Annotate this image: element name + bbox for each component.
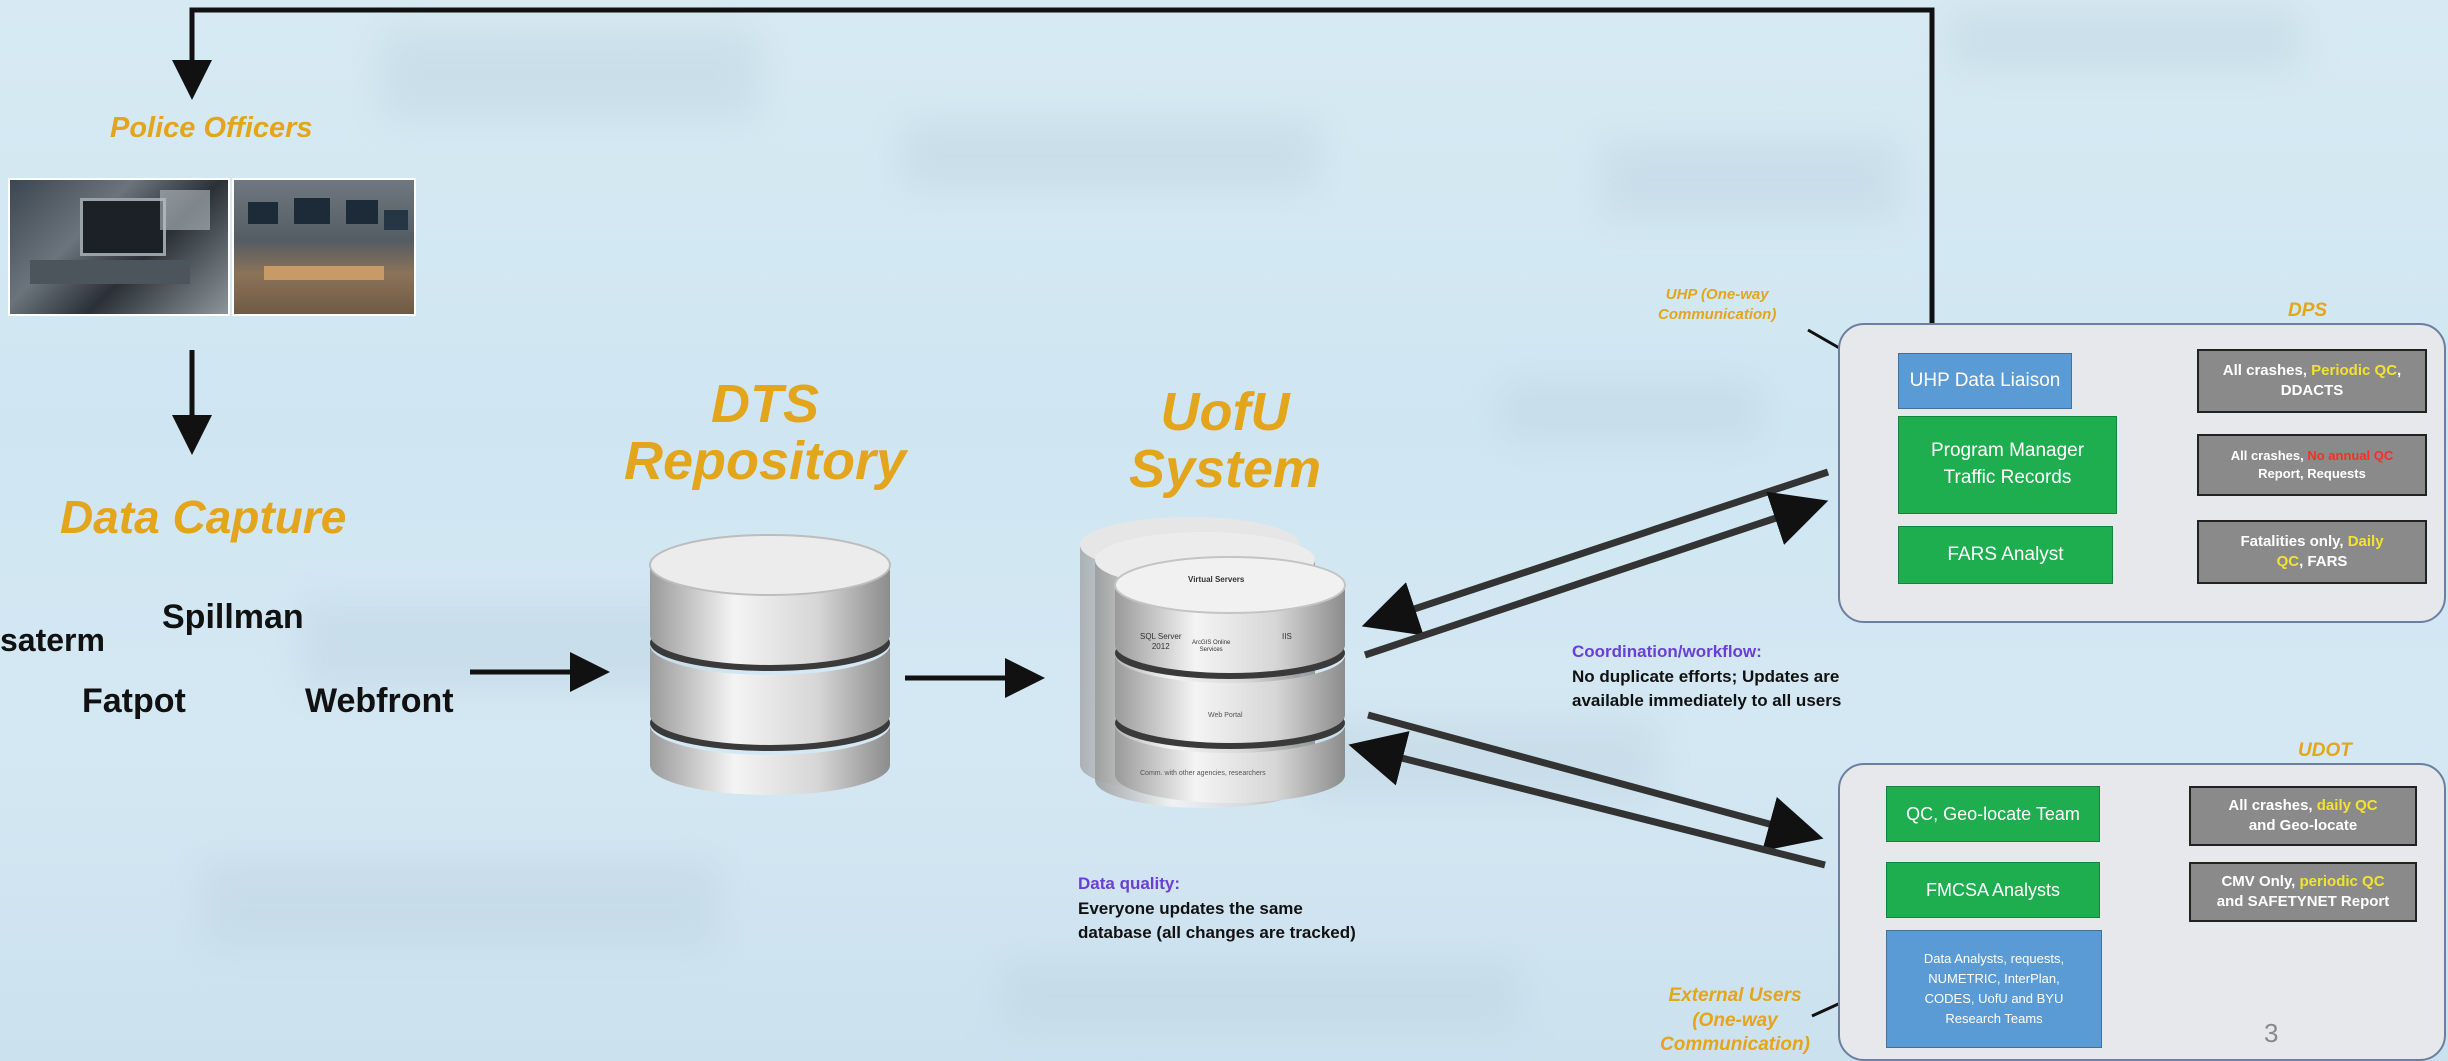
server-arcgis-label: ArcGIS Online Services [1192, 640, 1230, 654]
server-arcgis-line1: ArcGIS Online [1192, 640, 1231, 646]
dps-out1-b: Periodic QC [2311, 361, 2398, 379]
udot-out2-c: and SAFETYNET Report [2216, 893, 2390, 910]
page-number: 3 [2264, 1018, 2279, 1048]
program-manager-line1: Program Manager [1930, 440, 2085, 462]
dps-out3-d: , FARS [2299, 553, 2348, 570]
dps-out3-c: QC [2276, 553, 2300, 570]
dts-repository-title: DTS Repository [600, 376, 930, 489]
data-quality-line2: database (all changes are tracked) [1078, 923, 1356, 943]
external-users-box: Data Analysts, requests, NUMETRIC, Inter… [1886, 930, 2102, 1048]
data-capture-label: Data Capture [60, 491, 347, 543]
dps-out1-a: All crashes, [2222, 361, 2312, 379]
uofu-title-line2: System [1128, 438, 1322, 499]
fars-analyst-box: FARS Analyst [1898, 526, 2113, 584]
uhp-comm-line1: UHP (One-way [1665, 286, 1769, 303]
uofu-server-stack-icon [1080, 517, 1346, 808]
uhp-data-liaison-box: UHP Data Liaison [1898, 353, 2072, 409]
coordination-line2: available immediately to all users [1572, 691, 1842, 711]
external-box-line3: CODES, UofU and BYU [1924, 991, 2064, 1006]
udot-label: UDOT [2298, 740, 2352, 761]
udot-output-2: CMV Only, periodic QC and SAFETYNET Repo… [2189, 862, 2417, 922]
arrow-uofu-to-dps [1363, 491, 1829, 659]
dps-out1-d: DDACTS [2280, 382, 2344, 399]
dts-database-icon [649, 534, 891, 795]
arrow-uofu-to-udot [1367, 711, 1824, 852]
external-users-line1: External Users [1668, 985, 1802, 1006]
uofu-system-title: UofU System [1090, 384, 1360, 497]
spillman-label: Spillman [162, 598, 304, 636]
dts-title-line2: Repository [623, 430, 907, 491]
dps-out2-c: Report, Requests [2258, 466, 2366, 481]
udot-out2-a: CMV Only, [2221, 872, 2300, 890]
dps-out3-a: Fatalities only, [2240, 532, 2348, 550]
webfront-label: Webfront [305, 682, 454, 720]
fatpot-label: Fatpot [82, 682, 186, 720]
dps-out3-b: Daily [2347, 532, 2384, 550]
udot-out1-a: All crashes, [2228, 796, 2317, 814]
dps-output-3: Fatalities only, Daily QC, FARS [2197, 520, 2427, 584]
uhp-comm-label: UHP (One-way Communication) [1658, 285, 1776, 324]
dps-out2-b: No annual QC [2307, 448, 2394, 464]
dps-out2-a: All crashes, [2230, 448, 2308, 464]
dispatch-room-photo [232, 178, 416, 316]
udot-out2-b: periodic QC [2299, 872, 2385, 890]
server-iis-label: IIS [1282, 632, 1292, 641]
dts-title-line1: DTS [711, 374, 819, 434]
dps-label: DPS [2288, 300, 2328, 321]
server-comm-label: Comm. with other agencies, researchers [1140, 770, 1266, 777]
dps-output-2: All crashes, No annual QC Report, Reques… [2197, 434, 2427, 496]
data-quality-note: Data quality: Everyone updates the same … [1078, 872, 1356, 946]
program-manager-box: Program Manager Traffic Records [1898, 416, 2117, 514]
uhp-comm-line2: Communication) [1658, 305, 1777, 323]
external-box-line2: NUMETRIC, InterPlan, [1928, 970, 2060, 986]
external-users-line2: (One-way [1692, 1009, 1778, 1031]
udot-output-1: All crashes, daily QC and Geo-locate [2189, 786, 2417, 846]
server-virtual-label: Virtual Servers [1188, 575, 1245, 584]
server-sql-line1: SQL Server [1140, 632, 1182, 641]
police-officers-label: Police Officers [110, 112, 313, 144]
coordination-note: Coordination/workflow: No duplicate effo… [1572, 640, 1841, 714]
data-quality-title: Data quality: [1078, 874, 1181, 893]
server-sql-line2: 2012 [1151, 641, 1170, 651]
data-quality-line1: Everyone updates the same [1078, 898, 1303, 918]
external-box-line4: Research Teams [1945, 1011, 2043, 1027]
udot-out1-b: daily QC [2316, 796, 2378, 814]
police-car-photo [8, 178, 230, 316]
versaterm-label: saterm [0, 622, 105, 658]
coordination-line1: No duplicate efforts; Updates are [1572, 666, 1840, 686]
dps-output-1: All crashes, Periodic QC, DDACTS [2197, 349, 2427, 413]
uofu-title-line1: UofU [1160, 382, 1290, 442]
server-arcgis-line2: Services [1199, 647, 1223, 654]
coordination-title: Coordination/workflow: [1572, 642, 1762, 661]
program-manager-line2: Traffic Records [1943, 467, 2072, 488]
arrow-udot-to-uofu [1348, 731, 1826, 869]
server-sql-label: SQL Server 2012 [1140, 632, 1182, 651]
qc-geolocate-team-box: QC, Geo-locate Team [1886, 786, 2100, 842]
external-users-line3: Communication) [1660, 1034, 1810, 1056]
dps-out1-c: , [2397, 361, 2402, 379]
external-users-label: External Users (One-way Communication) [1660, 984, 1810, 1058]
udot-out1-c: and Geo-locate [2248, 817, 2358, 834]
server-web-label: Web Portal [1208, 712, 1243, 719]
fmcsa-analysts-box: FMCSA Analysts [1886, 862, 2100, 918]
feedback-loop-line [172, 7, 1935, 352]
external-box-line1: Data Analysts, requests, [1923, 950, 2065, 966]
arrow-dps-to-uofu [1361, 468, 1830, 636]
